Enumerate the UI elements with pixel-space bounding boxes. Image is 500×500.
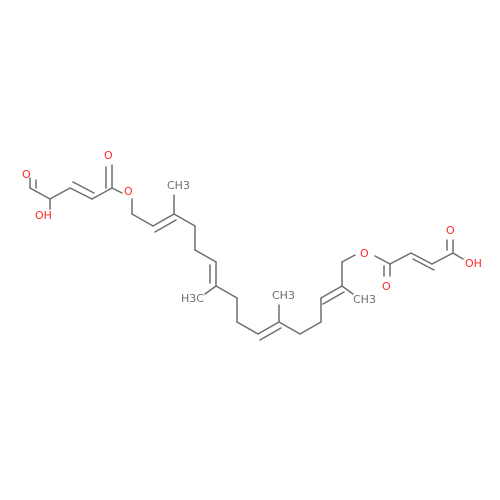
bond [341, 285, 354, 295]
left-ester-carbonyl-oxygen: O [104, 149, 113, 162]
bond [389, 252, 412, 265]
right-carbonyl-oxygen: O [446, 224, 455, 237]
bond [29, 187, 51, 200]
bond [91, 187, 113, 200]
left-fumarate-group [29, 164, 123, 210]
left-ester-oxygen: O [124, 185, 133, 198]
bond [452, 252, 464, 260]
bond [257, 321, 280, 335]
bond [341, 254, 356, 263]
bond [49, 187, 71, 200]
right-ester-oxygen: O [360, 247, 369, 260]
methyl-label-1: CH3 [167, 179, 190, 192]
left-hydroxyl: OH [35, 209, 52, 222]
bond [173, 213, 196, 227]
methyl-label-2: H3C [181, 292, 204, 305]
bond [431, 252, 454, 265]
bond [194, 249, 217, 263]
right-fumarate-group [374, 239, 464, 277]
methyl-label-3: CH3 [272, 289, 295, 302]
right-hydroxyl: OH [465, 257, 482, 270]
bond [204, 285, 217, 295]
bond [236, 321, 259, 335]
bond [154, 219, 177, 233]
right-ester-carbonyl-oxygen: O [382, 280, 391, 293]
bond [215, 285, 238, 299]
left-carbonyl-oxygen: O [22, 168, 31, 181]
bond [299, 321, 322, 335]
bond [69, 187, 93, 200]
bond [412, 258, 435, 271]
bond [322, 291, 345, 305]
bond [152, 213, 175, 227]
bond [410, 252, 433, 265]
bond [259, 327, 282, 341]
bond [278, 321, 301, 335]
bond [131, 213, 154, 227]
bond [72, 181, 95, 194]
bond [374, 255, 391, 265]
methyl-label-4: CH3 [353, 293, 376, 306]
bond [320, 285, 343, 299]
main-chain [131, 194, 356, 341]
bond [111, 187, 123, 194]
